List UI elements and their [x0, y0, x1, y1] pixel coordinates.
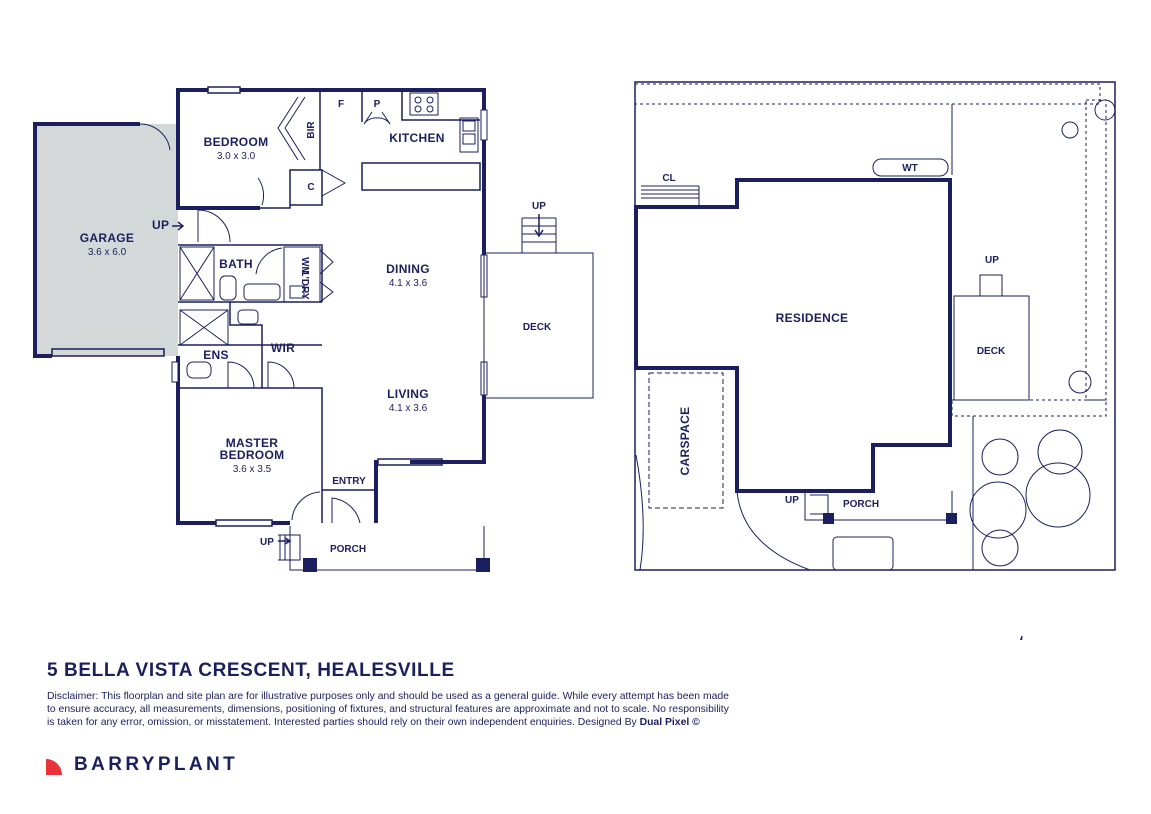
master-label-1: MASTER	[226, 436, 278, 450]
floor-plan: GARAGE 3.6 x 6.0	[33, 86, 594, 572]
cooktop-icon	[409, 92, 439, 116]
site-deck-label: DECK	[977, 346, 1006, 357]
garage: GARAGE 3.6 x 6.0	[33, 122, 178, 358]
master-label-2: BEDROOM	[220, 448, 285, 462]
master-bedroom: MASTER BEDROOM 3.6 x 3.5 ENTRY	[220, 436, 366, 524]
basin-icon	[243, 283, 281, 301]
up-deck-label: UP	[532, 201, 546, 212]
dining-label: DINING	[386, 262, 430, 276]
kitchen-label: KITCHEN	[389, 131, 444, 145]
disclaimer: Disclaimer: This floorplan and site plan…	[47, 690, 737, 729]
porch-label: PORCH	[330, 544, 366, 555]
property-address: 5 BELLA VISTA CRESCENT, HEALESVILLE	[47, 660, 455, 681]
disclaimer-text: Disclaimer: This floorplan and site plan…	[47, 691, 729, 728]
cl-label: CL	[662, 173, 675, 184]
brand-mark-icon	[46, 759, 62, 775]
fridge-label: F	[338, 99, 344, 110]
up-porch-label: UP	[260, 537, 274, 548]
brand-name: BARRYPLANT	[74, 754, 239, 775]
bedroom: BEDROOM 3.0 x 3.0 BIR C	[204, 96, 347, 206]
wir-label: WIR	[271, 341, 295, 355]
wt-label: WT	[902, 163, 918, 174]
site-boundary	[634, 81, 1116, 571]
garage-door: UP	[152, 209, 231, 243]
living-size: 4.1 x 3.6	[389, 403, 428, 414]
carspace-label: CARSPACE	[678, 407, 692, 476]
master-size: 3.6 x 3.5	[233, 464, 272, 475]
kitchen-sink-icon	[459, 117, 479, 153]
site-up-porch-label: UP	[785, 495, 799, 506]
porch: UP PORCH	[260, 526, 490, 572]
kitchen: F P KITCHEN	[338, 92, 479, 153]
site-up-deck-label: UP	[985, 255, 999, 266]
living-areas: DINING 4.1 x 3.6 LIVING 4.1 x 3.6	[386, 262, 430, 414]
entry-label: ENTRY	[332, 476, 366, 487]
garage-label: GARAGE	[80, 231, 134, 245]
cupboard-label: C	[307, 182, 314, 193]
dining-size: 4.1 x 3.6	[389, 278, 428, 289]
ens-toilet-icon	[186, 361, 212, 379]
residence-label: RESIDENCE	[776, 311, 849, 325]
up-garage-label: UP	[152, 218, 169, 232]
shower-icon	[179, 246, 215, 301]
wm-label: WM	[299, 257, 310, 275]
toilet-icon	[219, 275, 237, 301]
living-label: LIVING	[387, 387, 429, 401]
ensuite: ENS WIR	[179, 309, 295, 389]
trees	[969, 429, 1091, 567]
designer-credit: Dual Pixel ©	[639, 717, 700, 728]
bir-label: BIR	[306, 121, 317, 139]
bedroom-size: 3.0 x 3.0	[217, 151, 256, 162]
bath-label: BATH	[219, 257, 253, 271]
deck-label: DECK	[523, 322, 552, 333]
site-porch-label: PORCH	[843, 499, 879, 510]
ens-label: ENS	[203, 348, 229, 362]
plans-drawing: GARAGE 3.6 x 6.0	[33, 81, 1116, 640]
laundry-label: L'DRY	[299, 270, 310, 300]
site-plan: WT CL RESIDENCE UP DECK CARSPACE UP PORC…	[634, 81, 1116, 571]
residence-outline	[634, 178, 952, 493]
brand-logo: BARRYPLANT	[44, 754, 238, 776]
bathroom: BATH WM L'DRY	[179, 246, 334, 303]
compass-icon: N	[1019, 635, 1023, 640]
pantry-label: P	[374, 99, 381, 110]
bedroom-label: BEDROOM	[204, 135, 269, 149]
ens-shower-icon	[179, 309, 229, 346]
garage-size: 3.6 x 6.0	[88, 247, 127, 258]
deck: UP DECK	[483, 201, 594, 399]
